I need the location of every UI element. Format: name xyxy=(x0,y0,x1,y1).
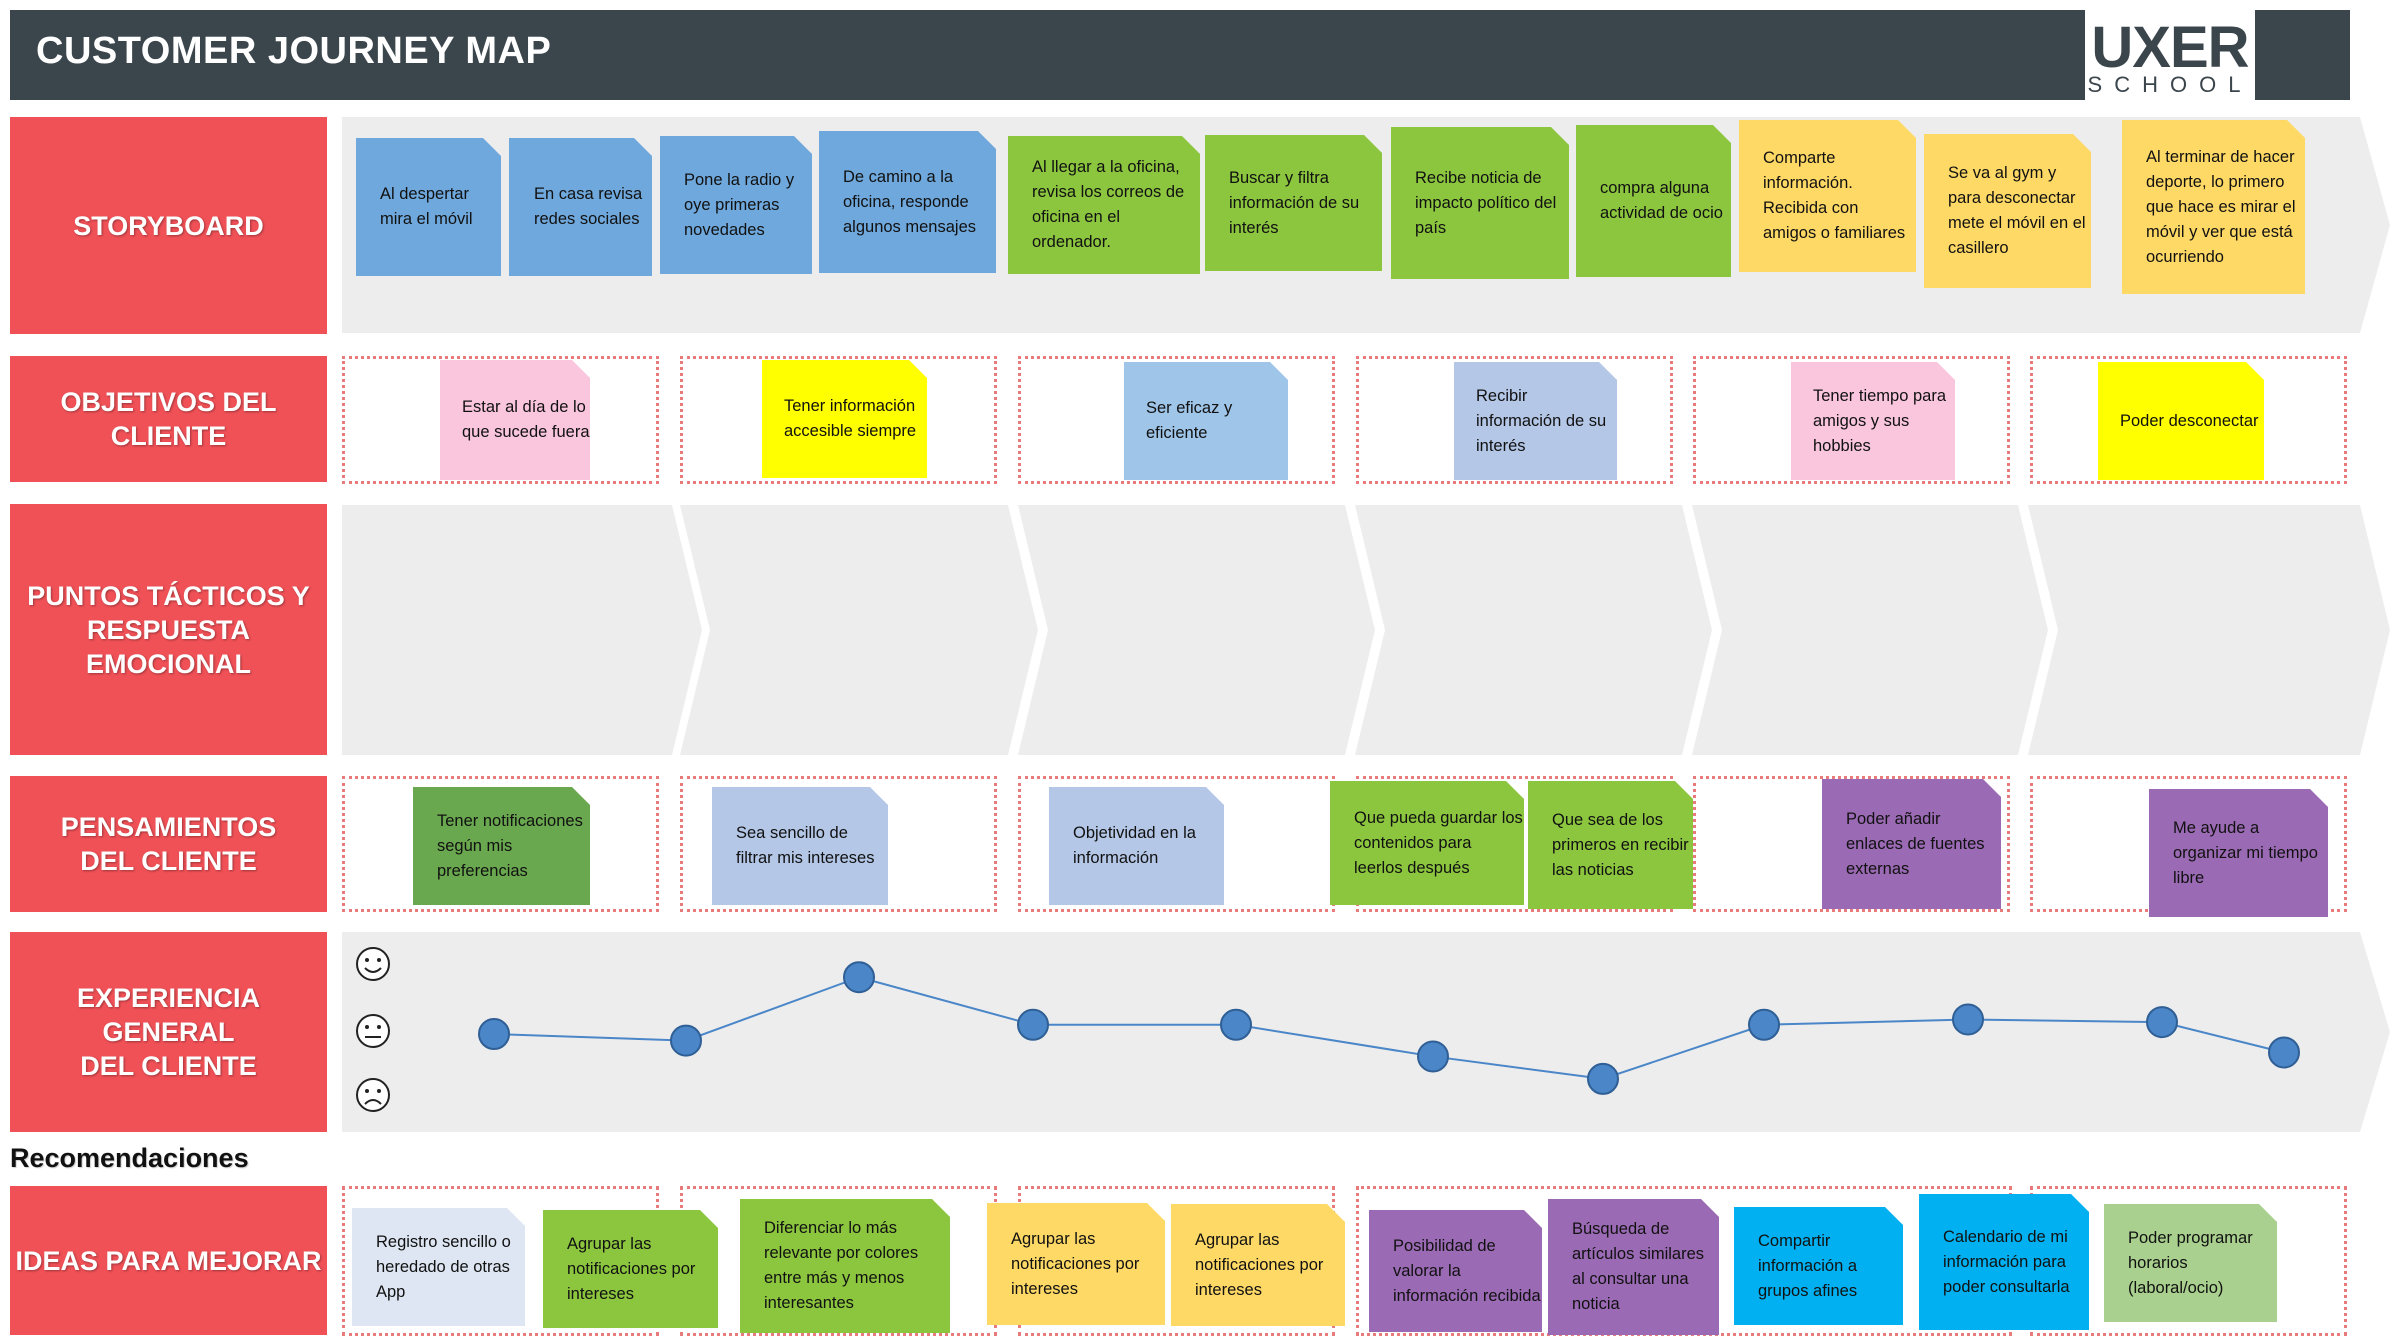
puntos-chevron-2 xyxy=(680,505,1038,755)
objetivo-note: Poder desconectar xyxy=(2098,362,2264,480)
pensamientos-frame xyxy=(1693,776,2010,912)
storyboard-note: Pone la radio y oye primeras novedades xyxy=(660,136,812,274)
row-label-text: PENSAMIENTOS DEL CLIENTE xyxy=(60,812,277,876)
pensamiento-note: Objetividad en la información xyxy=(1049,787,1224,905)
puntos-chevrons xyxy=(342,505,2390,755)
objetivo-note: Tener información accesible siempre xyxy=(762,360,927,478)
pensamiento-note: Que pueda guardar los contenidos para le… xyxy=(1330,781,1524,905)
pensamientos-frame xyxy=(680,776,997,912)
experience-points xyxy=(478,961,2300,1095)
idea-note: Diferenciar lo más relevante por colores… xyxy=(740,1199,950,1333)
happy-face-icon xyxy=(356,947,390,981)
experience-point xyxy=(2268,1036,2300,1069)
objetivo-note: Recibir información de su interés xyxy=(1454,362,1617,480)
experience-line xyxy=(493,976,2285,1080)
row-label-storyboard: STORYBOARD xyxy=(10,117,327,334)
row-label-text: EXPERIENCIA GENERAL DEL CLIENTE xyxy=(76,983,261,1081)
objetivos-frame xyxy=(1693,356,2010,484)
storyboard-note: Comparte información. Recibida con amigo… xyxy=(1739,120,1916,272)
experience-point xyxy=(1220,1008,1252,1041)
pensamiento-note: Que sea de los primeros en recibir las n… xyxy=(1528,781,1693,909)
experience-point xyxy=(670,1024,702,1057)
row-label-text: OBJETIVOS DEL CLIENTE xyxy=(60,387,277,451)
storyboard-note: Buscar y filtra información de su interé… xyxy=(1205,135,1382,271)
objetivo-note: Estar al día de lo que sucede fuera xyxy=(440,360,590,480)
logo: UXER SCHOOL xyxy=(2085,10,2255,100)
logo-subtext: SCHOOL xyxy=(2087,72,2253,97)
emotion-scale xyxy=(356,947,390,1112)
puntos-chevron-3 xyxy=(1018,505,1375,755)
row-label-objetivos: OBJETIVOS DEL CLIENTE xyxy=(10,356,327,482)
puntos-chevron-5 xyxy=(1692,505,2048,755)
row-label-pensamientos: PENSAMIENTOS DEL CLIENTE xyxy=(10,776,327,912)
puntos-chevron-1 xyxy=(342,505,702,755)
objetivos-frame xyxy=(1018,356,1335,484)
pensamientos-frame xyxy=(342,776,659,912)
objetivos-frame xyxy=(1356,356,1673,484)
idea-note: Compartir información a grupos afines xyxy=(1734,1207,1903,1325)
neutral-face-icon xyxy=(356,1014,390,1048)
experience-point xyxy=(478,1018,510,1050)
puntos-chevron-6 xyxy=(2028,505,2390,755)
row-label-experiencia: EXPERIENCIA GENERAL DEL CLIENTE xyxy=(10,932,327,1132)
idea-note: Poder programar horarios (laboral/ocio) xyxy=(2104,1204,2277,1322)
idea-note: Agrupar las notificaciones por intereses xyxy=(1171,1204,1345,1326)
experience-point xyxy=(1748,1008,1780,1041)
row-label-text: IDEAS PARA MEJORAR xyxy=(15,1245,322,1276)
idea-note: Calendario de mi información para poder … xyxy=(1919,1194,2089,1330)
objetivo-note: Tener tiempo para amigos y sus hobbies xyxy=(1791,362,1955,480)
sad-face-icon xyxy=(356,1078,390,1112)
header-bar: CUSTOMER JOURNEY MAP xyxy=(10,10,2350,100)
objetivos-frame xyxy=(342,356,659,484)
idea-note: Posibilidad de valorar la información re… xyxy=(1369,1210,1542,1332)
objetivos-frame xyxy=(2030,356,2347,484)
experience-point xyxy=(2146,1006,2178,1039)
page-title: CUSTOMER JOURNEY MAP xyxy=(36,30,552,72)
row-label-text: PUNTOS TÁCTICOS Y RESPUESTA EMOCIONAL xyxy=(27,580,310,679)
pensamiento-note: Me ayude a organizar mi tiempo libre xyxy=(2149,789,2328,917)
idea-note: Búsqueda de artículos similares al consu… xyxy=(1548,1199,1719,1335)
pensamiento-note: Sea sencillo de filtrar mis intereses xyxy=(712,787,888,905)
objetivo-note: Ser eficaz y eficiente xyxy=(1124,362,1288,480)
storyboard-note: Al terminar de hacer deporte, lo primero… xyxy=(2122,120,2305,294)
experience-point xyxy=(1417,1040,1449,1073)
idea-note: Agrupar las notificaciones por intereses xyxy=(543,1210,718,1328)
storyboard-note: compra alguna actividad de ocio xyxy=(1576,125,1731,277)
idea-note: Agrupar las notificaciones por intereses xyxy=(987,1203,1165,1325)
row-label-ideas: IDEAS PARA MEJORAR xyxy=(10,1186,327,1335)
puntos-chevron-4 xyxy=(1355,505,1712,755)
row-label-text: STORYBOARD xyxy=(73,210,264,241)
pensamiento-note: Tener notificaciones según mis preferenc… xyxy=(413,787,590,905)
storyboard-note: Recibe noticia de impacto político del p… xyxy=(1391,127,1569,279)
storyboard-note: En casa revisa redes sociales xyxy=(509,138,652,276)
experience-point xyxy=(843,961,875,994)
logo-text: UXER xyxy=(2091,15,2249,80)
idea-note: Registro sencillo o heredado de otras Ap… xyxy=(352,1208,525,1326)
recomendaciones-heading: Recomendaciones xyxy=(10,1143,249,1173)
storyboard-note: Se va al gym y para desconectar mete el … xyxy=(1924,134,2091,288)
storyboard-note: Al llegar a la oficina, revisa los corre… xyxy=(1008,136,1200,274)
experience-point xyxy=(1587,1062,1619,1095)
experience-point xyxy=(1952,1003,1984,1036)
storyboard-note: Al despertar mira el móvil xyxy=(356,138,501,276)
objetivos-frame xyxy=(680,356,997,484)
pensamiento-note: Poder añadir enlaces de fuentes externas xyxy=(1822,779,2001,909)
row-label-puntos: PUNTOS TÁCTICOS Y RESPUESTA EMOCIONAL xyxy=(10,504,327,755)
experience-point xyxy=(1017,1008,1049,1041)
storyboard-note: De camino a la oficina, responde algunos… xyxy=(819,131,996,273)
